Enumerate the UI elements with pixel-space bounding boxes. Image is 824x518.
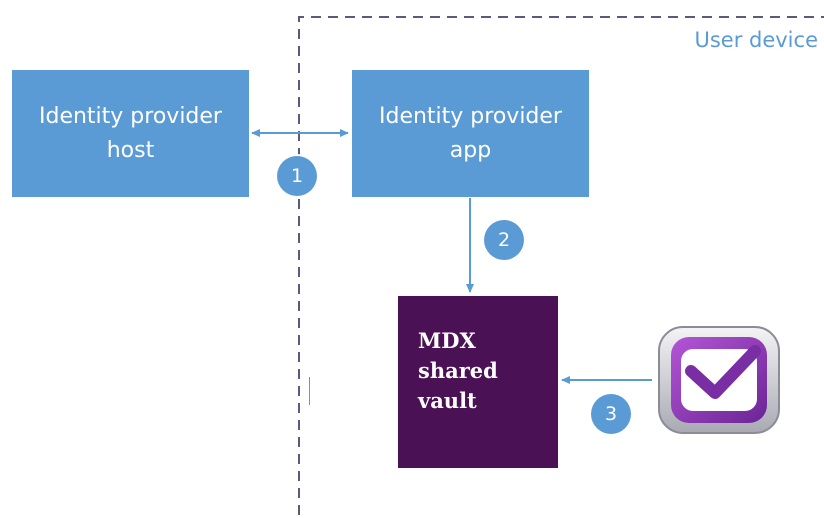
identity-provider-host-line-1: Identity provider [39,103,222,129]
mdx-shared-vault-line-3: vault [418,388,477,413]
envelope-check-icon [658,326,780,434]
step-1-badge: 1 [277,156,317,196]
identity-provider-app-box: Identity provider app [352,70,589,197]
mdx-shared-vault-box: MDX shared vault [398,296,558,468]
mdx-shared-vault-line-1: MDX [418,328,476,353]
mdx-shared-vault-line-2: shared [418,358,498,383]
identity-provider-app-line-2: app [449,137,492,163]
user-device-label: User device [694,28,818,52]
user-device-boundary [298,16,824,515]
identity-provider-host-box: Identity provider host [12,70,249,197]
text-cursor-mark [309,377,310,405]
identity-provider-app-line-1: Identity provider [379,103,562,129]
step-2-badge: 2 [484,220,524,260]
step-3-badge: 3 [591,394,631,434]
identity-provider-host-line-2: host [106,137,155,163]
